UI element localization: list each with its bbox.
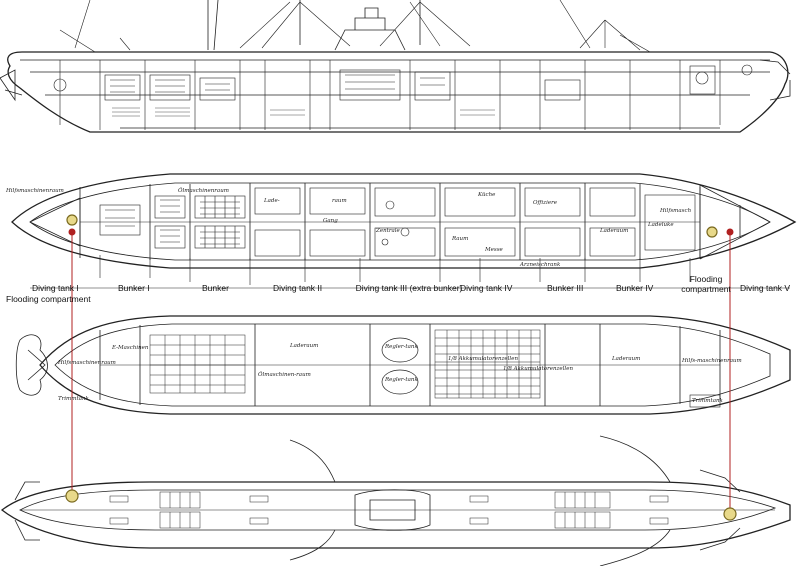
lower-deck-plan-view xyxy=(15,315,791,415)
label-diving-tank-3: Diving tank III (extra bunker) xyxy=(355,283,463,293)
top-view xyxy=(0,435,791,566)
label-e-maschinen: E-Maschinen xyxy=(112,345,149,351)
label-diving-tank-4: Diving tank IV xyxy=(460,283,513,293)
label-akkumulatoren-1: 1/8 Akkumulatorenzellen xyxy=(448,356,518,362)
upper-hull xyxy=(11,173,797,269)
upper-bulkheads xyxy=(79,183,701,260)
label-ladeluke: Ladeluke xyxy=(648,222,674,228)
label-trimmtank-2: Trimmtank xyxy=(58,396,89,402)
battery-grid-left xyxy=(149,334,246,394)
upper-bow-wedge xyxy=(699,184,771,260)
label-hilfsmaschinenraum: Hilfsmaschinenraum xyxy=(6,188,64,194)
label-diving-tank-1: Diving tank I xyxy=(32,283,79,293)
label-bunker-4: Bunker IV xyxy=(616,283,654,293)
lower-hull-inner xyxy=(54,323,771,407)
side-machinery xyxy=(53,64,753,101)
hatch-markers xyxy=(65,214,737,521)
left-top-hatch xyxy=(65,489,79,503)
lower-stern-props xyxy=(15,334,48,396)
right-deck-hatch xyxy=(706,226,718,238)
label-flooding-compartment-left: Flooding compartment xyxy=(6,294,91,304)
rigging xyxy=(59,0,651,53)
top-stern-fitting xyxy=(14,481,40,541)
label-akkumulatoren-2: 1/8 Akkumulatorenzellen xyxy=(503,366,573,372)
side-bulkheads xyxy=(59,60,721,130)
label-messe: Messe xyxy=(485,247,503,253)
flooding-markers xyxy=(68,228,734,510)
side-elevation-view xyxy=(0,0,791,133)
label-trimmtank: Trimmtank xyxy=(692,398,723,404)
left-deck-hatch xyxy=(66,214,78,226)
label-oelmaschinenraum-2: Ölmaschinen-raum xyxy=(258,372,311,378)
top-deck-edge xyxy=(19,489,777,531)
label-laderaum-3: Laderaum xyxy=(612,356,641,362)
top-hull xyxy=(0,481,791,549)
top-fin-upper xyxy=(289,435,671,483)
label-raum-f: Raum xyxy=(452,236,469,242)
regler-tanks xyxy=(381,337,419,395)
side-hull xyxy=(7,51,789,133)
label-raum: raum xyxy=(332,198,347,204)
right-marker-dot xyxy=(726,228,734,236)
side-hatching xyxy=(112,107,495,117)
lower-hull xyxy=(39,315,791,415)
stern-rudder xyxy=(0,69,23,102)
top-hatches xyxy=(109,491,669,529)
label-zentrale: Zentrale xyxy=(376,228,400,234)
top-fin-lower xyxy=(289,529,671,566)
label-hilfsmaschinenraum-2: Hilfs-maschinenraum xyxy=(682,358,742,364)
label-lade: Lade- xyxy=(264,198,280,204)
label-flooding-compartment-right: Flooding compartment xyxy=(681,274,731,294)
tank-divider-ticks xyxy=(99,255,691,285)
label-bunker-3: Bunker III xyxy=(547,283,584,293)
label-bunker-1: Bunker I xyxy=(118,283,150,293)
trimm-tank-box xyxy=(689,394,721,408)
upper-engine-room xyxy=(99,195,246,249)
upper-deck-plan-view xyxy=(11,173,797,289)
side-keel xyxy=(90,127,740,133)
label-gang: Gang xyxy=(323,218,338,224)
upper-holds xyxy=(254,187,696,257)
label-hilfsmasch: Hilfsmasch xyxy=(660,208,692,214)
label-kueche: Küche xyxy=(478,192,496,198)
label-bunker: Bunker xyxy=(202,283,229,293)
label-laderaum-2: Laderaum xyxy=(290,343,319,349)
top-superstructure xyxy=(354,489,431,531)
label-hilfsmaschinenraum-lower: Hilfsmaschinenraum xyxy=(58,360,116,366)
bow-cap xyxy=(759,59,791,101)
label-laderaum-1: Laderaum xyxy=(600,228,629,234)
label-arzneischrank: Arzneischrank xyxy=(520,262,561,268)
label-oelmaschinenraum: Ölmaschinenraum xyxy=(178,188,229,194)
mast-fore xyxy=(207,0,219,51)
label-diving-tank-2: Diving tank II xyxy=(273,283,323,293)
left-marker-dot xyxy=(68,228,76,236)
mast-main xyxy=(299,0,421,45)
label-diving-tank-5: Diving tank V xyxy=(740,283,791,293)
battery-grid-right xyxy=(434,329,541,399)
bridge-structure xyxy=(334,7,406,51)
label-offiziere: Offiziere xyxy=(533,200,557,206)
right-top-hatch xyxy=(723,507,737,521)
top-bow-fitting xyxy=(699,469,741,551)
label-reglertank-1: Regler-tank xyxy=(385,344,418,350)
label-reglertank-2: Regler-tank xyxy=(385,377,418,383)
side-deck-line xyxy=(20,59,770,96)
